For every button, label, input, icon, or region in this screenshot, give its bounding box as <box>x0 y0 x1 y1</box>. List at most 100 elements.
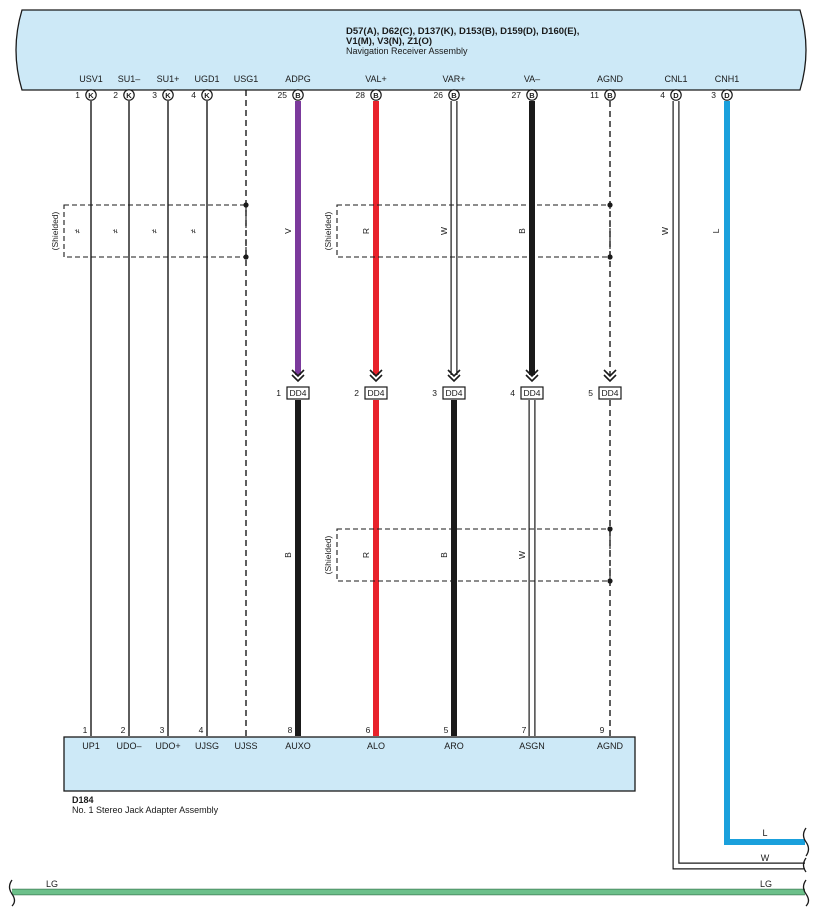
shield-group-lower: (Shielded) <box>323 526 613 584</box>
dd4-label: DD4 <box>523 388 540 398</box>
pin-marker-su1-minus: 2 K <box>113 89 135 101</box>
pin-marker-usv1: 1 K <box>75 89 97 101</box>
top-connector-name: Navigation Receiver Assembly <box>346 46 468 56</box>
color-code-var-plus: W <box>439 227 449 235</box>
dd4-pin-number: 5 <box>588 388 593 398</box>
pin-connector-letter: B <box>529 91 535 100</box>
shield-box <box>336 528 611 582</box>
pin-number: 1 <box>75 90 80 100</box>
pin-number: 27 <box>512 90 522 100</box>
pin-connector-letter: K <box>126 91 132 100</box>
wire-cnl1 <box>673 101 805 869</box>
top-label-usg1: USG1 <box>234 74 259 84</box>
top-label-adpg: ADPG <box>285 74 311 84</box>
dd4-pin-2: DD4 2 <box>354 369 388 400</box>
twist-mark: ≠ <box>111 228 120 233</box>
pin-number: 3 <box>711 90 716 100</box>
color-code-aro: B <box>439 552 449 558</box>
bottom-label-udo-plus: UDO+ <box>155 741 180 751</box>
wire-cnl1-outline <box>672 101 805 870</box>
color-code-va-minus: B <box>517 228 527 234</box>
exit-wire-label-l: L <box>762 828 767 838</box>
pin-number: 2 <box>113 90 118 100</box>
bottom-label-ujsg: UJSG <box>195 741 219 751</box>
dd4-label: DD4 <box>289 388 306 398</box>
dd4-label: DD4 <box>445 388 462 398</box>
dd4-pin-4: DD4 4 <box>510 369 544 400</box>
top-label-val-plus: VAL+ <box>365 74 387 84</box>
dd4-pin-number: 4 <box>510 388 515 398</box>
shield-group-upper: (Shielded) <box>323 202 613 260</box>
pin-marker-cnl1: 4 D <box>660 89 682 101</box>
color-code-adpg: V <box>283 228 293 234</box>
top-label-ugd1: UGD1 <box>194 74 219 84</box>
pin-connector-letter: B <box>295 91 301 100</box>
bottom-connector-id: D184 <box>72 795 94 805</box>
pin-connector-letter: B <box>607 91 613 100</box>
dd4-pin-5: DD4 5 <box>588 369 622 400</box>
pin-number: 11 <box>590 90 599 100</box>
dd4-pin-number: 3 <box>432 388 437 398</box>
exit-wire-label-w: W <box>761 853 770 863</box>
shield-group-left: (Shielded) ≠ ≠ ≠ ≠ <box>50 202 249 260</box>
top-pin-markers: 1 K 2 K 3 K 4 K 25 B 28 B <box>75 89 733 101</box>
navigation-receiver-connector: D57(A), D62(C), D137(K), D153(B), D159(D… <box>15 9 807 91</box>
pin-number: 26 <box>434 90 444 100</box>
bottom-pin-number: 2 <box>121 725 126 735</box>
pin-number: 4 <box>660 90 665 100</box>
pin-marker-agnd: 11 B <box>590 89 616 101</box>
shield-label: (Shielded) <box>50 211 60 250</box>
wires <box>12 90 805 896</box>
chevron-down-icon <box>603 369 617 383</box>
color-code-auxo: B <box>283 552 293 558</box>
shield-box <box>63 204 247 258</box>
twist-mark: ≠ <box>150 228 159 233</box>
exit-wire-label-lg-right: LG <box>760 879 772 889</box>
twist-mark: ≠ <box>73 228 82 233</box>
wire-color-labels-upper: V R W B W L <box>283 223 721 239</box>
bottom-pin-number: 4 <box>199 725 204 735</box>
shield-box <box>336 204 611 258</box>
top-connector-ids-line1: D57(A), D62(C), D137(K), D153(B), D159(D… <box>346 26 579 37</box>
bottom-connector-body <box>63 736 636 792</box>
inline-connector-dd4: DD4 1 DD4 2 DD4 3 DD4 4 DD4 5 <box>276 369 622 400</box>
pin-marker-val-plus: 28 B <box>356 89 382 101</box>
pin-marker-va-minus: 27 B <box>512 89 538 101</box>
bottom-label-aro: ARO <box>444 741 464 751</box>
dd4-pin-number: 1 <box>276 388 281 398</box>
pin-connector-letter: K <box>88 91 94 100</box>
top-label-var-plus: VAR+ <box>442 74 465 84</box>
color-code-alo: R <box>361 552 371 558</box>
color-code-cnh1: L <box>711 228 721 233</box>
bottom-pin-number: 7 <box>522 725 527 735</box>
exit-wire-label-lg-left: LG <box>46 879 58 889</box>
pin-connector-letter: D <box>673 91 679 100</box>
color-code-val-plus: R <box>361 228 371 234</box>
bottom-pin-number: 5 <box>444 725 449 735</box>
bottom-pin-number: 3 <box>160 725 165 735</box>
chevron-down-icon <box>525 369 539 383</box>
top-pin-labels: USV1 SU1– SU1+ UGD1 USG1 ADPG VAL+ VAR+ … <box>79 74 739 84</box>
pin-number: 28 <box>356 90 366 100</box>
dd4-pin-3: DD4 3 <box>432 369 466 400</box>
color-code-asgn: W <box>517 551 527 559</box>
bottom-pin-number: 9 <box>600 725 605 735</box>
bottom-pin-labels: UP1 UDO– UDO+ UJSG UJSS AUXO ALO ARO ASG… <box>82 741 623 751</box>
top-label-cnh1: CNH1 <box>715 74 740 84</box>
bottom-pin-number: 1 <box>83 725 88 735</box>
bottom-label-udo-minus: UDO– <box>116 741 141 751</box>
pin-marker-cnh1: 3 D <box>711 89 733 101</box>
pin-connector-letter: D <box>724 91 730 100</box>
stereo-jack-adapter-connector: 1 2 3 4 8 6 5 7 9 UP1 UDO– UDO+ UJSG UJS… <box>63 725 636 815</box>
chevron-down-icon <box>291 369 305 383</box>
top-label-su1-plus: SU1+ <box>157 74 180 84</box>
break-mark-icon <box>8 879 16 907</box>
twist-mark: ≠ <box>189 228 198 233</box>
break-mark-icon <box>802 857 807 873</box>
bottom-pin-numbers: 1 2 3 4 8 6 5 7 9 <box>83 725 605 735</box>
wire-cnh1 <box>724 101 805 845</box>
break-mark-icon <box>802 827 810 857</box>
bottom-connector-name: No. 1 Stereo Jack Adapter Assembly <box>72 805 219 815</box>
top-connector-body <box>15 9 807 91</box>
